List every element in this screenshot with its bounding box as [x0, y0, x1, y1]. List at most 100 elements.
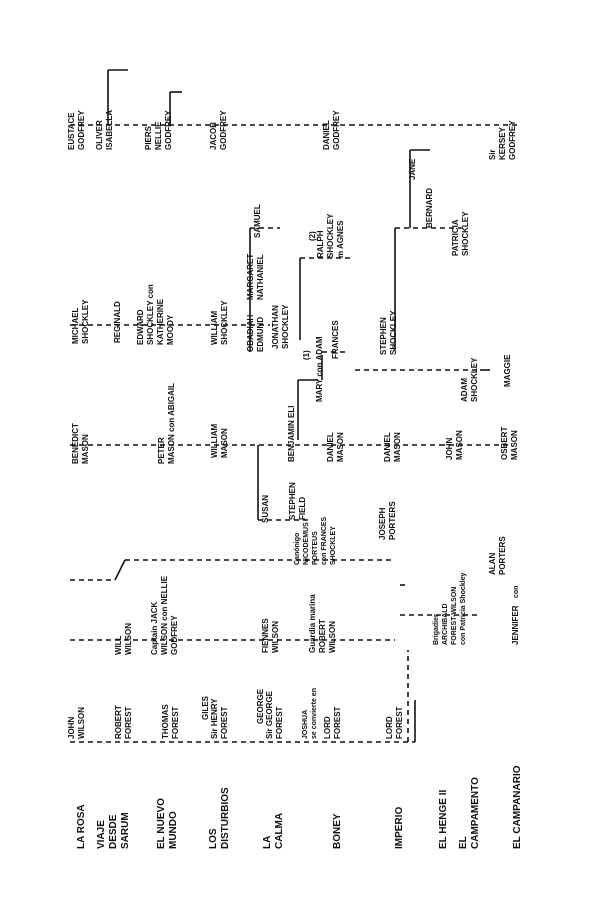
person-label: ADAMSHOCKLEY [460, 357, 479, 402]
person-label-line: EUSTACE [67, 112, 76, 150]
person-label-line: WILSON [77, 707, 86, 739]
person-label-line: WILSON [271, 621, 280, 653]
person-label-line: MOODY [166, 314, 175, 345]
person-label: Guardia marinaROBERTWILSON [308, 594, 337, 653]
person-label-line: FIENNES [261, 618, 270, 653]
tree-connectors [70, 69, 520, 743]
person-label-line: FOREST [171, 706, 180, 739]
person-label: EDWARDSHOCKLEY conKATHERINEMOODY [136, 284, 175, 345]
person-label: con [513, 586, 520, 598]
person-label-line: GILES [201, 695, 210, 720]
person-label-line: FRANCES [331, 320, 340, 359]
chapter-label-line: EL HENGE II [438, 790, 449, 849]
person-label: BERNARD [425, 188, 434, 228]
chapter-label-line: EL [458, 836, 469, 849]
person-label: Sir HENRYFOREST [210, 698, 229, 739]
person-label-line: (1) [302, 350, 311, 360]
person-label: JOHNWILSON [67, 707, 86, 739]
person-label-line: GODFREY [77, 110, 86, 150]
person-label-line: RALPH [316, 230, 325, 258]
chapter-label-line: DESDE [108, 814, 119, 849]
person-label-line: EDMUND [256, 317, 265, 352]
chapter-label-line: VIAJE [96, 820, 107, 849]
person-label-line: SHOCKLEY [330, 526, 337, 565]
person-label-line: ROBERT [318, 619, 327, 653]
person-label-line: se convierte en [311, 688, 318, 739]
person-label-line: FOREST [124, 706, 133, 739]
person-label-line: con Patricia Shockley [460, 573, 467, 645]
person-label-line: JOSEPH [378, 507, 387, 540]
person-label-line: MASON [81, 434, 90, 464]
person-label-line: BERNARD [425, 188, 434, 228]
person-label: EUSTACEGODFREY [67, 110, 86, 150]
person-label-line: Sir [488, 149, 497, 160]
person-label-line: MARGARET [246, 254, 255, 300]
person-label-line: GODFREY [170, 615, 179, 655]
person-label-line: SHOCKLEY con [146, 284, 155, 345]
chapter-label: BONEY [332, 813, 343, 849]
chapter-label: EL CAMPANARIO [512, 765, 523, 849]
person-label: OBADIAHEDMUND [246, 314, 265, 352]
person-label-line: Brigadier [433, 614, 440, 645]
person-label-line: SHOCKLEY [281, 304, 290, 349]
person-label-line: REGINALD [113, 301, 122, 343]
person-label: OLIVERISABELLA [95, 110, 114, 150]
person-label-line: PORTERS [388, 501, 397, 540]
chapter-label-line: LOS [208, 828, 219, 849]
person-label: MAGGIE [503, 354, 512, 387]
person-label-line: GODFREY [332, 110, 341, 150]
person-label: STEPHENSHOCKLEY [379, 310, 398, 355]
person-label-line: NELLIE [154, 121, 163, 150]
person-label-line: MARY con ADAM [315, 336, 324, 402]
person-label-line: STEPHEN [379, 317, 388, 355]
person-label-line: KERSEY [498, 126, 507, 160]
person-label-line: MASON con ABIGAIL [167, 383, 176, 464]
person-label-line: JACOB [209, 122, 218, 150]
chapter-label-line: BONEY [332, 813, 343, 849]
person-label-line: JENNIFER [511, 605, 520, 645]
person-label: WILLIAMSHOCKLEY [210, 300, 229, 345]
person-label: MARGARETNATHANIEL [246, 254, 265, 300]
person-label-line: FOREST [333, 706, 342, 739]
person-label: (2) [308, 231, 317, 241]
person-label-line: LORD [385, 716, 394, 739]
chapter-label-line: LA [262, 836, 273, 849]
person-label: JENNIFER [511, 605, 520, 645]
person-label-line: SHOCKLEY [470, 357, 479, 402]
person-label-line: con [513, 586, 520, 598]
chapter-label-line: SARUM [120, 812, 131, 849]
person-label-line: LORD [323, 716, 332, 739]
person-label: THOMASFOREST [161, 704, 180, 739]
person-label-line: NATHANIEL [256, 254, 265, 300]
person-label: RALPHSHOCKLEYm AGNES [316, 213, 345, 258]
person-label-line: FOREST [220, 706, 229, 739]
person-label-line: Captain JACK [150, 601, 159, 655]
person-label: PIERSNELLIEGODFREY [144, 110, 173, 150]
person-label-line: GODFREY [219, 110, 228, 150]
person-label-line: Canónigo [294, 533, 301, 565]
person-label: BENJAMIN ELI [287, 406, 296, 462]
chapter-label: ELCAMPAMENTO [458, 777, 481, 849]
connector-line [114, 559, 126, 581]
person-label: SirKERSEYGODFREY [488, 120, 517, 160]
person-label-line: ADAM [460, 378, 469, 402]
person-label-line: ALAN [488, 553, 497, 575]
person-label-line: JONATHAN [271, 305, 280, 349]
person-label-line: DANIEL [322, 120, 331, 150]
person-label-line: PORTERS [498, 536, 507, 575]
chapter-label: LOSDISTURBIOS [208, 787, 231, 849]
chapter-label: EL HENGE II [438, 790, 449, 849]
person-label: MICHAELSHOCKLEY [71, 299, 90, 344]
chapter-label: EL NUEVOMUNDO [156, 798, 179, 849]
person-label: ALANPORTERS [488, 536, 507, 575]
person-label: PETERMASON con ABIGAIL [157, 383, 176, 464]
person-label-line: (2) [308, 231, 317, 241]
person-label: BENEDICTMASON [71, 423, 90, 464]
chapter-label-line: MUNDO [168, 811, 179, 849]
person-label-line: SUSAN [261, 495, 270, 523]
person-label: Sir GEORGEFOREST [265, 690, 284, 739]
person-label-line: Sir GEORGE [265, 690, 274, 739]
